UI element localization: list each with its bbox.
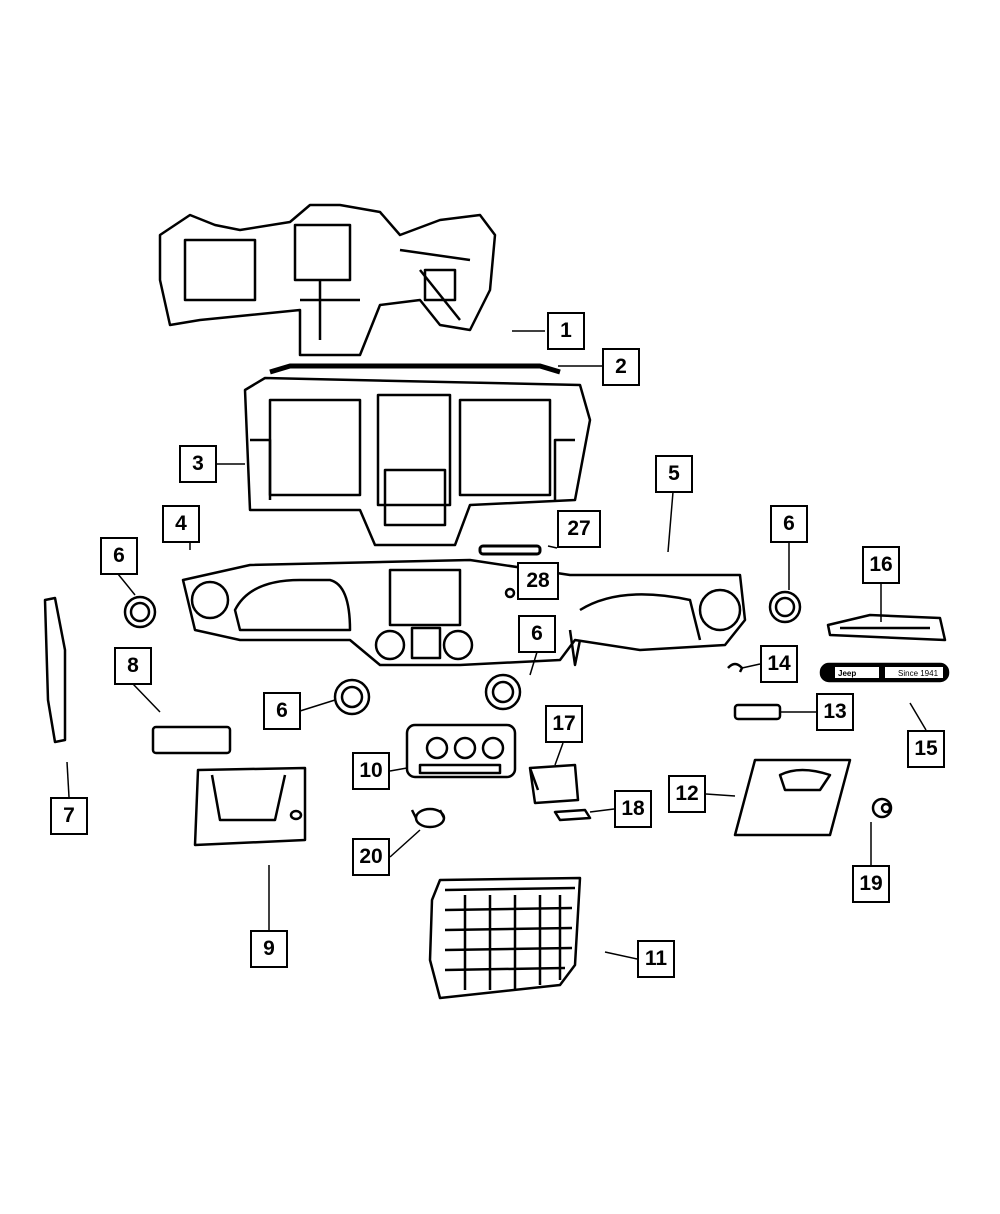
badge-slogan-text: Since 1941 [898,669,939,678]
part-10-climate-control [405,723,517,779]
callout-20[interactable]: 20 [352,838,390,876]
part-20-power-outlet [410,807,446,829]
part-8-switch-bezel [151,725,232,755]
part-cross-car-beam [158,203,497,357]
callout-5[interactable]: 5 [655,455,693,493]
part-16-grab-handle [826,613,947,642]
callout-7[interactable]: 7 [50,797,88,835]
callout-27[interactable]: 27 [557,510,601,548]
part-28-fastener [504,587,516,599]
callout-15[interactable]: 15 [907,730,945,768]
callout-4[interactable]: 4 [162,505,200,543]
callout-12[interactable]: 12 [668,775,706,813]
part-17-storage-bin [528,763,580,805]
part-air-vents [123,590,802,716]
callout-16[interactable]: 16 [862,546,900,584]
callout-2[interactable]: 2 [602,348,640,386]
callout-28[interactable]: 28 [517,562,559,600]
part-instrument-panel-base [243,376,592,547]
part-defroster-strip [269,363,561,375]
part-18-clip [553,808,592,822]
part-15-badge [819,662,950,683]
callout-13[interactable]: 13 [816,693,854,731]
callout-3[interactable]: 3 [179,445,217,483]
part-9-lower-bezel [193,766,307,847]
part-11-cargo-net [428,876,582,1000]
callout-6-right[interactable]: 6 [770,505,808,543]
part-12-glove-box [733,758,852,837]
callout-6-lower[interactable]: 6 [263,692,301,730]
part-7-side-trim [43,596,67,744]
callout-10[interactable]: 10 [352,752,390,790]
callout-1[interactable]: 1 [547,312,585,350]
badge-brand-text: Jeep [838,669,856,678]
callout-6-center[interactable]: 6 [518,615,556,653]
callout-17[interactable]: 17 [545,705,583,743]
callout-9[interactable]: 9 [250,930,288,968]
callout-11[interactable]: 11 [637,940,675,978]
callout-19[interactable]: 19 [852,865,890,903]
part-instrument-panel [181,558,747,667]
callout-18[interactable]: 18 [614,790,652,828]
callout-14[interactable]: 14 [760,645,798,683]
callout-8[interactable]: 8 [114,647,152,685]
part-13-handle [733,703,782,721]
part-27-trim [478,544,542,556]
part-19-knob [871,797,893,819]
callout-6-left[interactable]: 6 [100,537,138,575]
part-14-clip [727,662,744,673]
